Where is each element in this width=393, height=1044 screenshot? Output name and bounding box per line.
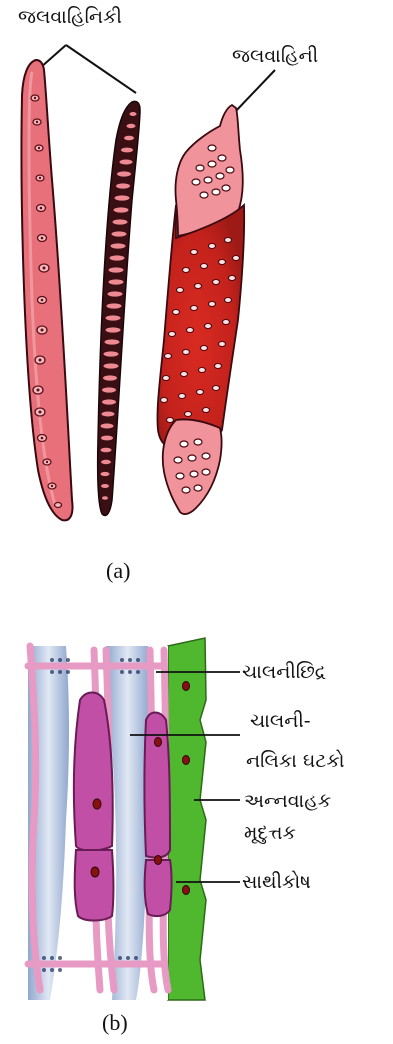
sieve-pore-label: ચાલનીછિદ્ર: [242, 661, 326, 683]
figure-b-caption: (b): [102, 1010, 128, 1036]
tracheid-left: [22, 60, 73, 520]
tracheid-middle: [98, 101, 140, 515]
phloem-parenchyma-label-line2: મૃદુત્તક: [244, 822, 296, 844]
phloem-tissue: [24, 638, 240, 1000]
vessel-label: જલવાહિની: [232, 45, 318, 67]
companion-cell-label: સાથીકોષ: [242, 871, 311, 893]
sieve-tube-label-line2: નલિકા ઘટકો: [246, 750, 345, 772]
vessel-leader-line: [234, 70, 275, 113]
tracheid-leader-lines: [40, 45, 136, 93]
vessel: [157, 105, 244, 514]
tracheids-label: જલવાહિનિકી: [18, 6, 122, 28]
figure-a-caption: (a): [106, 558, 130, 584]
phloem-parenchyma-label-line1: અન્નવાહક: [244, 790, 331, 812]
sieve-tube-label-line1: ચાલની-: [250, 710, 311, 732]
